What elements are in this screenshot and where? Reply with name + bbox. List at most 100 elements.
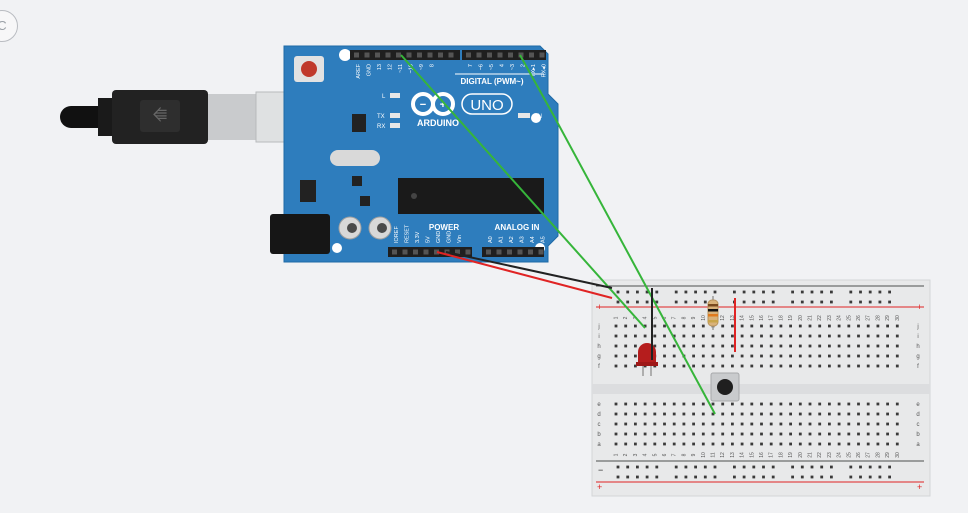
breadboard-hole[interactable] [837,412,841,416]
breadboard-hole[interactable] [876,412,880,416]
breadboard-hole[interactable] [731,432,734,436]
header-pin[interactable] [417,52,422,58]
breadboard-hole[interactable] [886,334,889,338]
breadboard-hole[interactable] [798,324,802,328]
breadboard-hole[interactable] [643,422,647,426]
breadboard-hole[interactable] [614,324,618,328]
breadboard-hole[interactable] [830,300,833,304]
breadboard-hole[interactable] [895,334,899,338]
breadboard-hole[interactable] [694,300,697,304]
breadboard-hole[interactable] [645,290,649,294]
breadboard-hole[interactable] [791,465,794,469]
breadboard-hole[interactable] [692,354,695,358]
breadboard-hole[interactable] [798,442,802,446]
breadboard-hole[interactable] [818,354,822,358]
breadboard-hole[interactable] [731,354,734,358]
breadboard-hole[interactable] [789,354,792,358]
breadboard-hole[interactable] [760,354,763,358]
breadboard-hole[interactable] [857,364,860,368]
wires[interactable] [400,54,736,415]
breadboard-hole[interactable] [634,364,637,368]
breadboard-hole[interactable] [857,412,860,416]
breadboard-hole[interactable] [636,300,639,304]
breadboard-hole[interactable] [634,412,637,416]
header-pin[interactable] [529,52,534,58]
breadboard-hole[interactable] [876,442,880,446]
breadboard-hole[interactable] [674,465,678,469]
breadboard-hole[interactable] [655,465,659,469]
breadboard-hole[interactable] [645,475,649,479]
breadboard-hole[interactable] [701,402,705,406]
breadboard-hole[interactable] [711,402,715,406]
breadboard-hole[interactable] [750,442,754,446]
header-pin[interactable] [455,249,460,255]
breadboard-hole[interactable] [818,402,822,406]
wire-pin13-to-led[interactable] [400,54,646,329]
breadboard-hole[interactable] [616,300,620,304]
breadboard-hole[interactable] [808,442,812,446]
wire-pin2-segment[interactable] [519,54,556,119]
breadboard-hole[interactable] [653,334,657,338]
breadboard-hole[interactable] [684,300,688,304]
breadboard-hole[interactable] [653,324,657,328]
breadboard-hole[interactable] [643,402,647,406]
breadboard-hole[interactable] [614,402,618,406]
breadboard-hole[interactable] [828,334,831,338]
breadboard-hole[interactable] [731,324,734,328]
breadboard-hole[interactable] [886,412,889,416]
breadboard-hole[interactable] [818,364,822,368]
breadboard-hole[interactable] [868,475,872,479]
breadboard-hole[interactable] [701,442,705,446]
breadboard-hole[interactable] [779,432,783,436]
breadboard-hole[interactable] [866,442,870,446]
breadboard-hole[interactable] [779,402,783,406]
breadboard-hole[interactable] [769,422,773,426]
breadboard-hole[interactable] [692,334,695,338]
breadboard-hole[interactable] [616,465,620,469]
breadboard-hole[interactable] [711,432,715,436]
breadboard-hole[interactable] [684,290,688,294]
breadboard-hole[interactable] [672,412,676,416]
breadboard-hole[interactable] [721,344,725,348]
breadboard-hole[interactable] [886,354,889,358]
breadboard-hole[interactable] [760,412,763,416]
breadboard-hole[interactable] [828,344,831,348]
breadboard-hole[interactable] [740,422,744,426]
wire-pin2-to-button[interactable] [554,117,716,415]
breadboard-hole[interactable] [752,465,756,469]
breadboard-hole[interactable] [692,364,695,368]
breadboard-hole[interactable] [876,344,880,348]
breadboard-hole[interactable] [624,432,628,436]
breadboard-hole[interactable] [779,334,783,338]
breadboard-hole[interactable] [742,290,746,294]
breadboard-hole[interactable] [847,354,851,358]
breadboard-hole[interactable] [663,402,666,406]
breadboard-hole[interactable] [847,422,851,426]
breadboard-hole[interactable] [837,364,841,368]
header-pin[interactable] [476,52,482,58]
breadboard-hole[interactable] [769,334,773,338]
breadboard-hole[interactable] [837,402,841,406]
breadboard-hole[interactable] [663,364,666,368]
breadboard-hole[interactable] [740,344,744,348]
header-pin[interactable] [466,52,471,58]
breadboard-hole[interactable] [750,334,754,338]
breadboard-hole[interactable] [645,465,649,469]
breadboard-hole[interactable] [711,422,715,426]
breadboard-hole[interactable] [886,402,889,406]
breadboard-hole[interactable] [820,290,824,294]
breadboard-hole[interactable] [701,412,705,416]
breadboard-hole[interactable] [740,334,744,338]
breadboard-hole[interactable] [828,354,831,358]
breadboard-hole[interactable] [789,422,792,426]
breadboard-hole[interactable] [895,354,899,358]
header-pin[interactable] [465,249,471,255]
resistor[interactable] [707,296,719,330]
header-pin[interactable] [517,249,523,255]
breadboard-hole[interactable] [895,432,899,436]
breadboard-hole[interactable] [672,402,676,406]
breadboard-hole[interactable] [645,300,649,304]
breadboard-hole[interactable] [800,465,804,469]
breadboard-hole[interactable] [624,344,628,348]
